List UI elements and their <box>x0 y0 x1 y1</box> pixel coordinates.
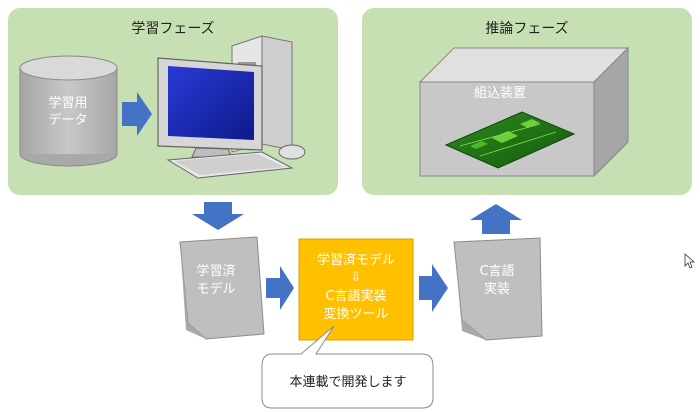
trained-model-line1: 学習済 <box>196 263 235 279</box>
arrow-right-icon <box>122 92 152 136</box>
converter-line2: ⇩ <box>351 270 362 285</box>
trained-model-document: 学習済 モデル <box>179 236 265 340</box>
circuit-board-icon <box>444 111 576 169</box>
arrow-up-icon <box>470 204 522 234</box>
computer-icon <box>157 35 306 179</box>
c-impl-line2: 実装 <box>484 281 510 297</box>
callout-bubble: 本連載で開発します <box>261 325 434 409</box>
data-cylinder-line2: データ <box>48 112 87 128</box>
embedded-device-box: 組込装置 <box>418 46 630 178</box>
device-label: 組込装置 <box>474 86 526 101</box>
arrow-right-icon <box>419 264 448 312</box>
callout-text: 本連載で開発します <box>289 375 406 390</box>
mouse-cursor-icon <box>684 253 696 269</box>
data-cylinder-line1: 学習用 <box>48 95 87 111</box>
trained-model-line2: モデル <box>196 281 235 297</box>
c-impl-line1: C言語 <box>479 263 514 279</box>
converter-tool-box: 学習済モデル ⇩ C言語実装 変換ツール <box>298 238 414 341</box>
arrow-down-icon <box>192 202 244 230</box>
training-data-cylinder: 学習用 データ <box>19 55 118 167</box>
converter-line4: 変換ツール <box>323 306 388 322</box>
c-implementation-document: C言語 実装 <box>453 237 543 341</box>
converter-line3: C言語実装 <box>325 288 386 304</box>
training-phase-title: 学習フェーズ <box>131 21 215 37</box>
converter-line1: 学習済モデル <box>317 252 395 268</box>
arrow-right-icon <box>266 266 294 310</box>
inference-phase-title: 推論フェーズ <box>485 21 569 37</box>
